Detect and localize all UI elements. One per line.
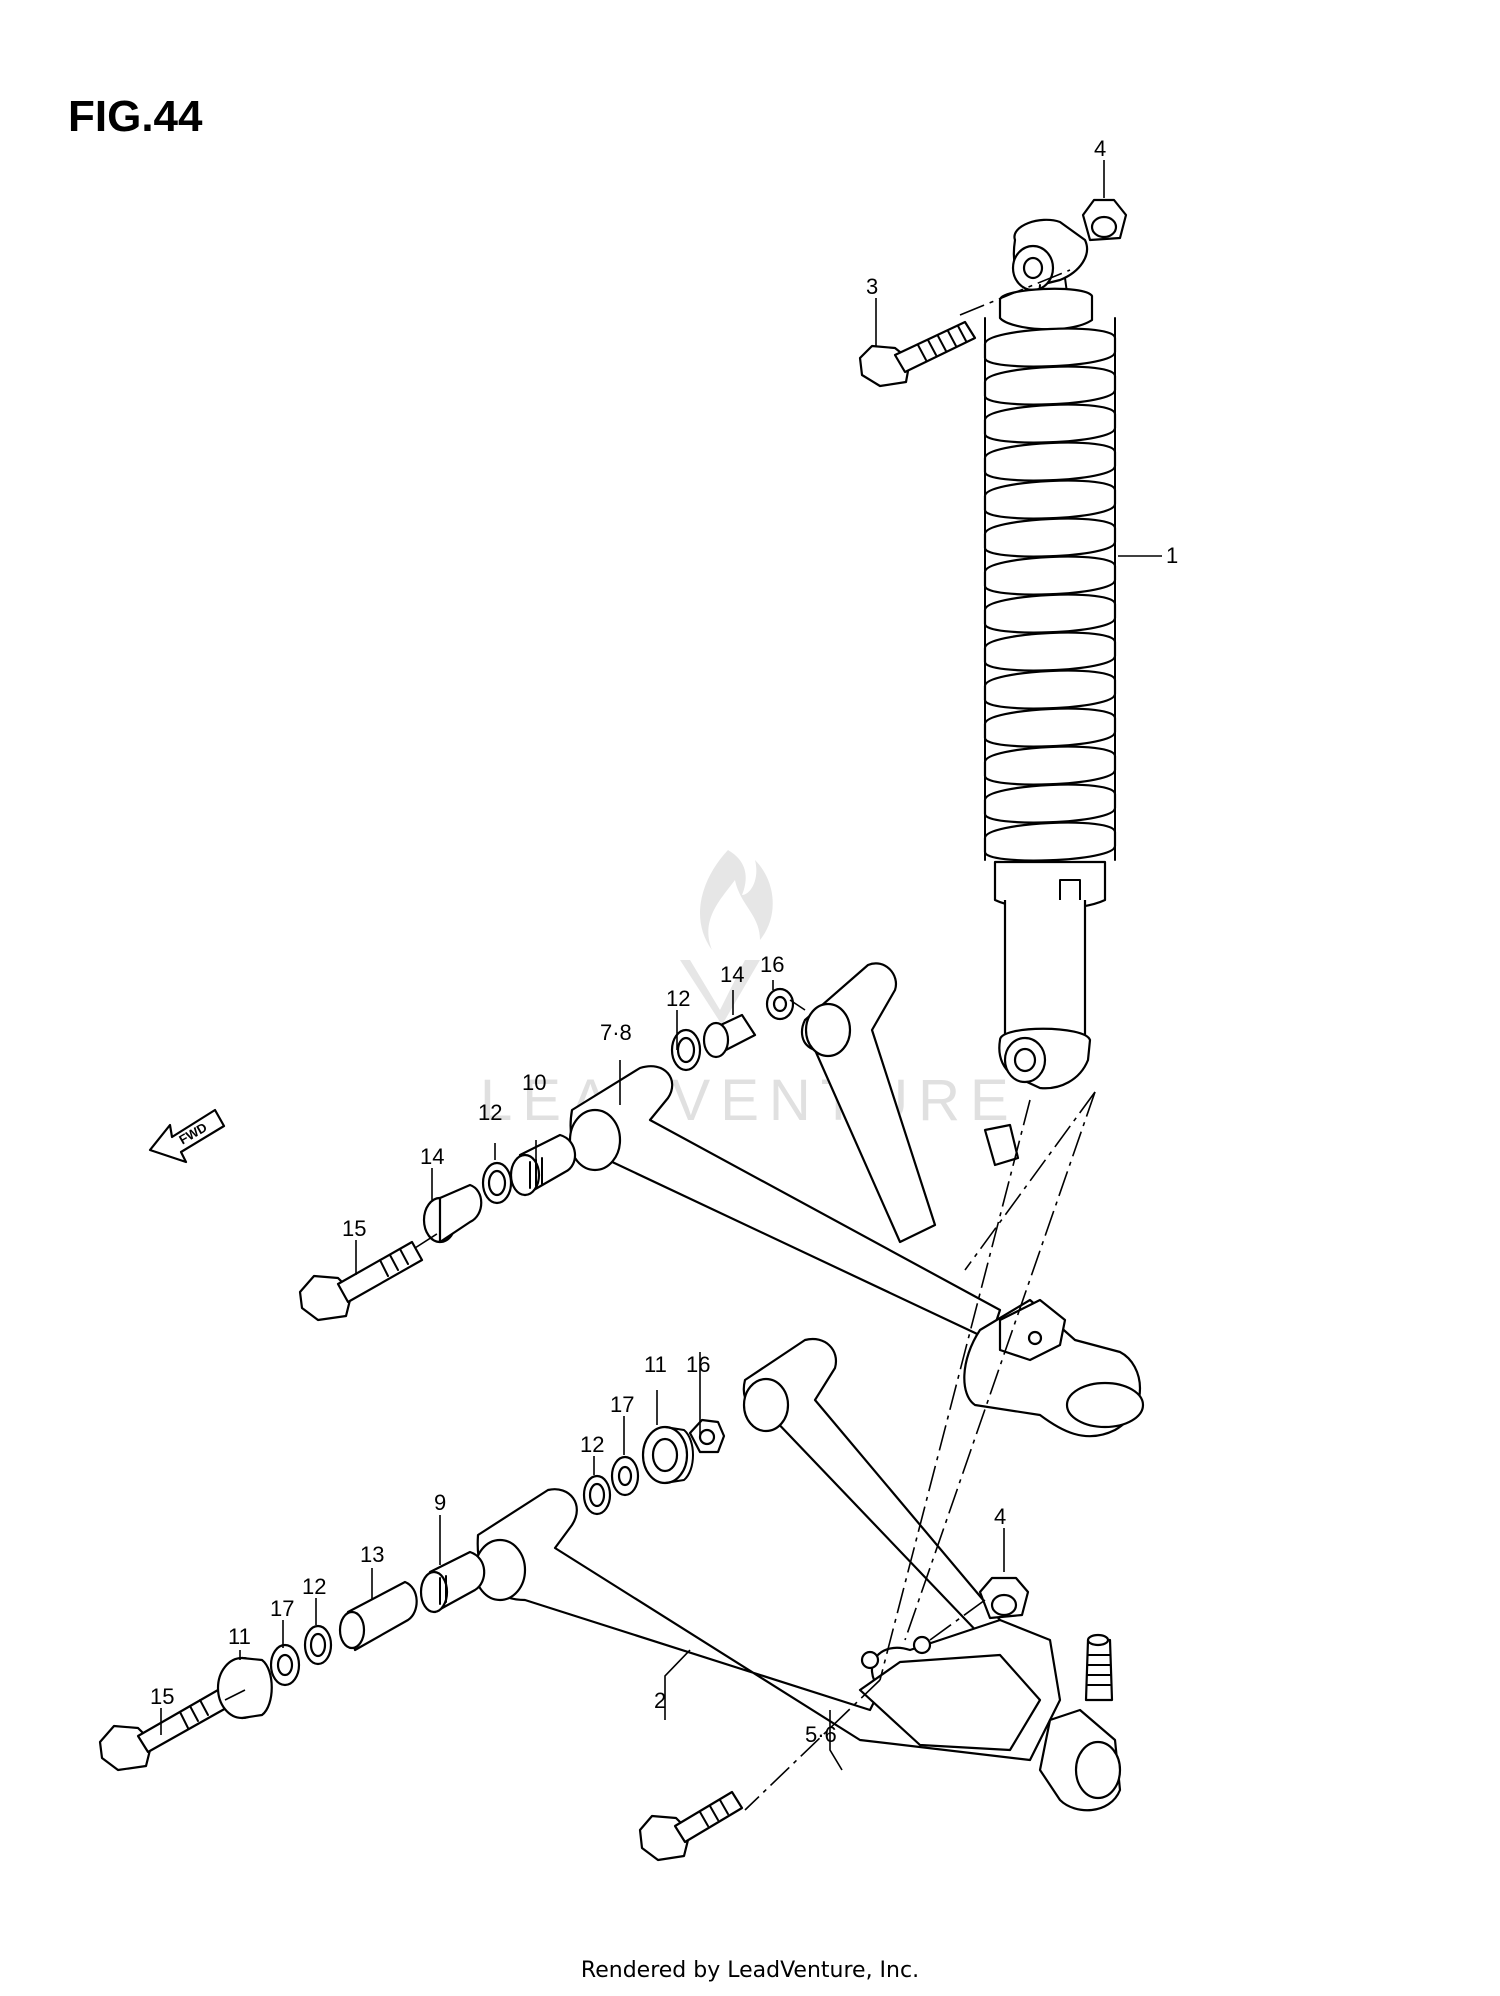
spring-coil bbox=[983, 517, 1117, 558]
callout-16-b: 16 bbox=[686, 1352, 710, 1377]
spring-coil bbox=[983, 631, 1117, 672]
spring-coil bbox=[983, 821, 1117, 862]
callout-3: 3 bbox=[866, 274, 878, 299]
flange-nut-top bbox=[1081, 198, 1128, 242]
callout-14-a: 14 bbox=[720, 962, 744, 987]
spring-coil bbox=[983, 365, 1117, 406]
callout-17-a: 17 bbox=[610, 1392, 634, 1417]
callout-12-d: 12 bbox=[302, 1574, 326, 1599]
watermark: LEADVENTURE bbox=[480, 850, 1019, 1133]
callout-labels: 4 3 1 4 2 5·6 7·8 9 10 11 11 12 12 12 12… bbox=[150, 136, 1178, 1747]
callout-9: 9 bbox=[434, 1490, 446, 1515]
shock-absorber bbox=[983, 218, 1117, 1090]
callout-1: 1 bbox=[1166, 543, 1178, 568]
upper-pivot-hardware bbox=[298, 987, 795, 1322]
lower-a-arm bbox=[473, 1337, 1122, 1812]
watermark-text: LEADVENTURE bbox=[480, 1068, 1019, 1133]
callout-16-a: 16 bbox=[760, 952, 784, 977]
callout-17-b: 17 bbox=[270, 1596, 294, 1621]
alignment-lines bbox=[224, 269, 1096, 1811]
spring-coil bbox=[983, 555, 1117, 596]
callout-12-a: 12 bbox=[666, 986, 690, 1011]
callout-12-c: 12 bbox=[580, 1432, 604, 1457]
callout-15-lower: 15 bbox=[150, 1684, 174, 1709]
callout-10: 10 bbox=[522, 1070, 546, 1095]
spring-coil bbox=[983, 707, 1117, 748]
figure-title: FIG.44 bbox=[68, 92, 203, 141]
upper-a-arm bbox=[568, 962, 1145, 1438]
spring-coil bbox=[983, 669, 1117, 710]
callout-11-upper: 11 bbox=[644, 1352, 667, 1377]
callout-15-upper: 15 bbox=[342, 1216, 366, 1241]
callout-5-6: 5·6 bbox=[805, 1722, 837, 1747]
callout-7-8: 7·8 bbox=[600, 1020, 632, 1045]
callout-13: 13 bbox=[360, 1542, 384, 1567]
flange-nut-lower bbox=[978, 1576, 1030, 1620]
callout-2: 2 bbox=[654, 1688, 666, 1713]
callout-4-lower: 4 bbox=[994, 1504, 1006, 1529]
fwd-arrow-icon: FWD bbox=[148, 1108, 226, 1164]
bolt-3 bbox=[858, 320, 977, 388]
spring-coil bbox=[983, 783, 1117, 824]
lower-pivot-hardware bbox=[98, 1418, 726, 1772]
leader-lines bbox=[160, 160, 1162, 1771]
coil-spring bbox=[983, 327, 1117, 862]
callout-14-b: 14 bbox=[420, 1144, 444, 1169]
spring-coil bbox=[983, 327, 1117, 368]
spring-coil bbox=[983, 745, 1117, 786]
render-credit: Rendered by LeadVenture, Inc. bbox=[580, 1958, 920, 1983]
callout-4-top: 4 bbox=[1094, 136, 1106, 161]
bolt-2 bbox=[638, 1790, 744, 1862]
callout-12-b: 12 bbox=[478, 1100, 502, 1125]
spring-coil bbox=[983, 441, 1117, 482]
spring-coil bbox=[983, 403, 1117, 444]
spring-coil bbox=[983, 479, 1117, 520]
callout-11-lower: 11 bbox=[228, 1624, 251, 1649]
spring-coil bbox=[983, 593, 1117, 634]
